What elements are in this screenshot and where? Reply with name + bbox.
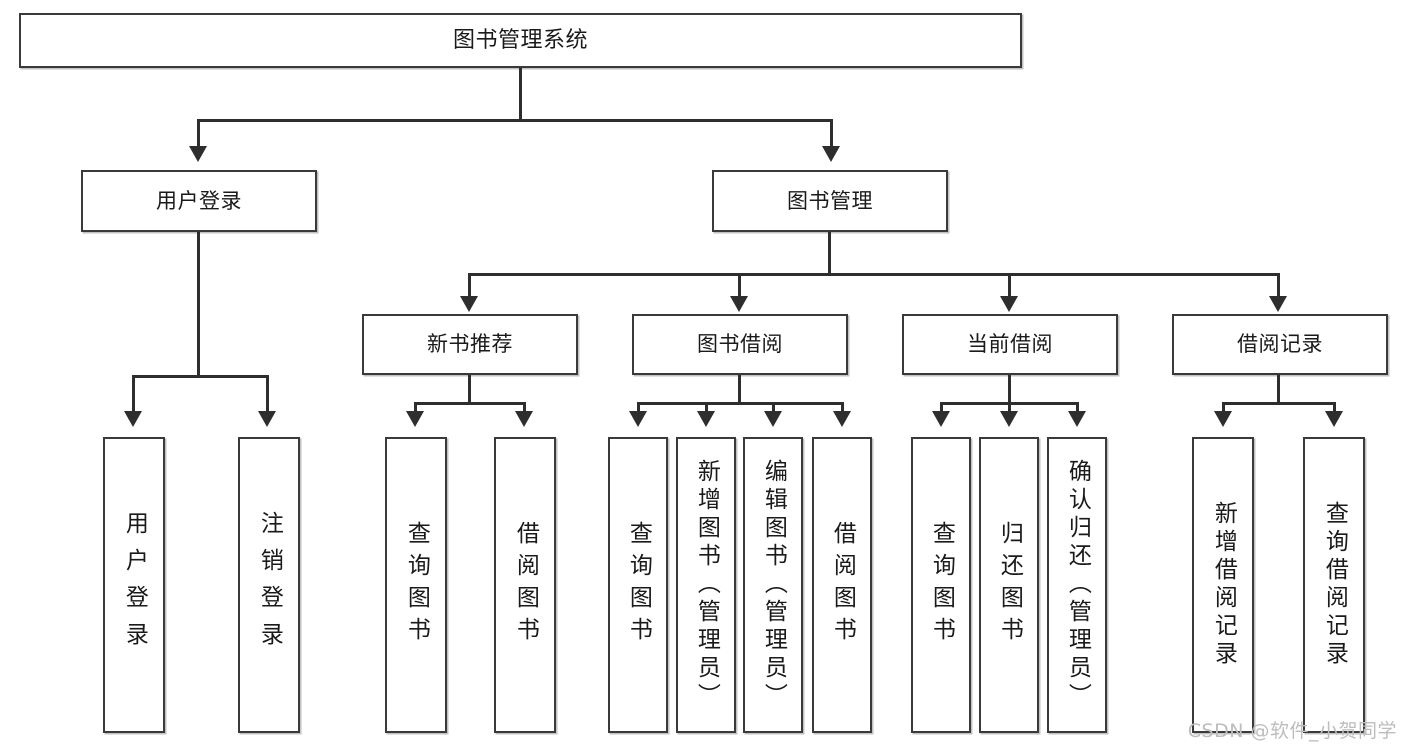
leaf-user-login[interactable]: 用户登录 (103, 437, 165, 733)
arrowhead-book-borrow-leaf-1 (629, 411, 647, 427)
connector-to-user-login (197, 119, 200, 149)
node-current-borrow[interactable]: 当前借阅 (902, 314, 1118, 375)
node-label: 图书管理系统 (452, 27, 588, 53)
leaf-borrow-borrow-book[interactable]: 借阅图书 (812, 437, 872, 733)
arrowhead-new-book (460, 296, 478, 312)
connector-new-book-stem (468, 375, 471, 403)
arrowhead-book-borrow-leaf-4 (833, 411, 851, 427)
connector-borrow-record-leaf-2 (1333, 402, 1336, 413)
leaf-newbook-borrow-book[interactable]: 借阅图书 (494, 437, 556, 733)
node-label: 查询图书 (403, 521, 430, 649)
node-label: 新书推荐 (427, 332, 513, 357)
node-label: 图书管理 (787, 188, 873, 213)
node-label: 用户登录 (121, 511, 148, 659)
connector-new-book-bus (414, 402, 526, 405)
arrowhead-borrow-record-leaf-1 (1214, 411, 1232, 427)
node-label: 查询图书 (928, 521, 955, 649)
arrowhead-user-login-leaf-1 (124, 411, 142, 427)
arrowhead-book-borrow-leaf-3 (764, 411, 782, 427)
node-label: 查询借阅记录 (1321, 501, 1348, 669)
leaf-logout[interactable]: 注销登录 (238, 437, 300, 733)
connector-borrow-record-leaf-1 (1222, 402, 1225, 413)
connector-book-borrow-stem (738, 375, 741, 403)
connector-new-book-leaf-2 (523, 402, 526, 413)
leaf-newbook-query-book[interactable]: 查询图书 (385, 437, 447, 733)
node-label: 查询图书 (625, 521, 652, 649)
node-new-book-recommend[interactable]: 新书推荐 (362, 314, 578, 375)
node-label: 新增图书（管理员） (693, 459, 720, 711)
leaf-borrow-query-book[interactable]: 查询图书 (608, 437, 668, 733)
node-label: 新增借阅记录 (1210, 501, 1237, 669)
arrowhead-borrow-record (1269, 296, 1287, 312)
connector-current-borrow-leaf-3 (1076, 402, 1079, 413)
connector-to-current-borrow (1008, 273, 1011, 298)
leaf-borrow-edit-book-admin[interactable]: 编辑图书（管理员） (743, 437, 803, 733)
arrowhead-book-borrow-leaf-2 (697, 411, 715, 427)
arrowhead-current-borrow (1000, 296, 1018, 312)
connector-root-stem (519, 68, 522, 120)
node-label: 用户登录 (156, 188, 242, 213)
node-label: 借阅图书 (512, 521, 539, 649)
connector-book-manage-stem (828, 232, 831, 274)
node-book-management[interactable]: 图书管理 (712, 170, 948, 232)
connector-book-borrow-leaf-4 (841, 402, 844, 413)
connector-user-login-leaf-2 (266, 375, 269, 413)
node-label: 图书借阅 (697, 332, 783, 357)
leaf-current-return-book[interactable]: 归还图书 (979, 437, 1039, 733)
leaf-current-query-book[interactable]: 查询图书 (911, 437, 971, 733)
leaf-record-add-record[interactable]: 新增借阅记录 (1192, 437, 1254, 733)
arrowhead-borrow-record-leaf-2 (1325, 411, 1343, 427)
arrowhead-current-borrow-leaf-1 (932, 411, 950, 427)
connector-current-borrow-leaf-1 (940, 402, 943, 413)
arrowhead-user-login-leaf-2 (258, 411, 276, 427)
connector-to-new-book (468, 273, 471, 298)
connector-book-borrow-leaf-1 (637, 402, 640, 413)
connector-user-login-leaf-1 (132, 375, 135, 413)
connector-to-borrow-record (1277, 273, 1280, 298)
connector-level2-bus (197, 119, 833, 122)
node-root-system[interactable]: 图书管理系统 (19, 13, 1022, 68)
arrowhead-current-borrow-leaf-3 (1068, 411, 1086, 427)
arrowhead-book-borrow (730, 296, 748, 312)
node-book-borrow[interactable]: 图书借阅 (632, 314, 848, 375)
arrowhead-user-login (189, 146, 207, 162)
connector-book-borrow-leaf-3 (772, 402, 775, 413)
connector-to-book-borrow (738, 273, 741, 298)
node-label: 归还图书 (996, 521, 1023, 649)
connector-to-book-manage (830, 119, 833, 149)
connector-user-login-stem (197, 232, 200, 377)
connector-current-borrow-leaf-2 (1008, 402, 1011, 413)
node-label: 注销登录 (256, 511, 283, 659)
node-label: 确认归还（管理员） (1064, 459, 1091, 711)
csdn-watermark: CSDN @软件_小贺同学 (1187, 720, 1397, 742)
connector-borrow-record-bus (1222, 402, 1336, 405)
connector-level3-bus (468, 273, 1280, 276)
node-borrow-record[interactable]: 借阅记录 (1172, 314, 1388, 375)
connector-user-login-bus (132, 375, 269, 378)
arrowhead-new-book-leaf-2 (515, 411, 533, 427)
node-label: 借阅图书 (829, 521, 856, 649)
node-label: 当前借阅 (967, 332, 1053, 357)
node-label: 编辑图书（管理员） (760, 459, 787, 711)
node-label: 借阅记录 (1237, 332, 1323, 357)
arrowhead-book-manage (822, 146, 840, 162)
connector-book-borrow-bus (637, 402, 844, 405)
connector-borrow-record-stem (1277, 375, 1280, 403)
arrowhead-current-borrow-leaf-2 (1000, 411, 1018, 427)
node-user-login[interactable]: 用户登录 (81, 170, 317, 232)
leaf-borrow-add-book-admin[interactable]: 新增图书（管理员） (676, 437, 736, 733)
connector-current-borrow-stem (1008, 375, 1011, 403)
leaf-record-query-record[interactable]: 查询借阅记录 (1303, 437, 1365, 733)
connector-new-book-leaf-1 (414, 402, 417, 413)
leaf-current-confirm-return-admin[interactable]: 确认归还（管理员） (1047, 437, 1107, 733)
arrowhead-new-book-leaf-1 (406, 411, 424, 427)
connector-book-borrow-leaf-2 (705, 402, 708, 413)
